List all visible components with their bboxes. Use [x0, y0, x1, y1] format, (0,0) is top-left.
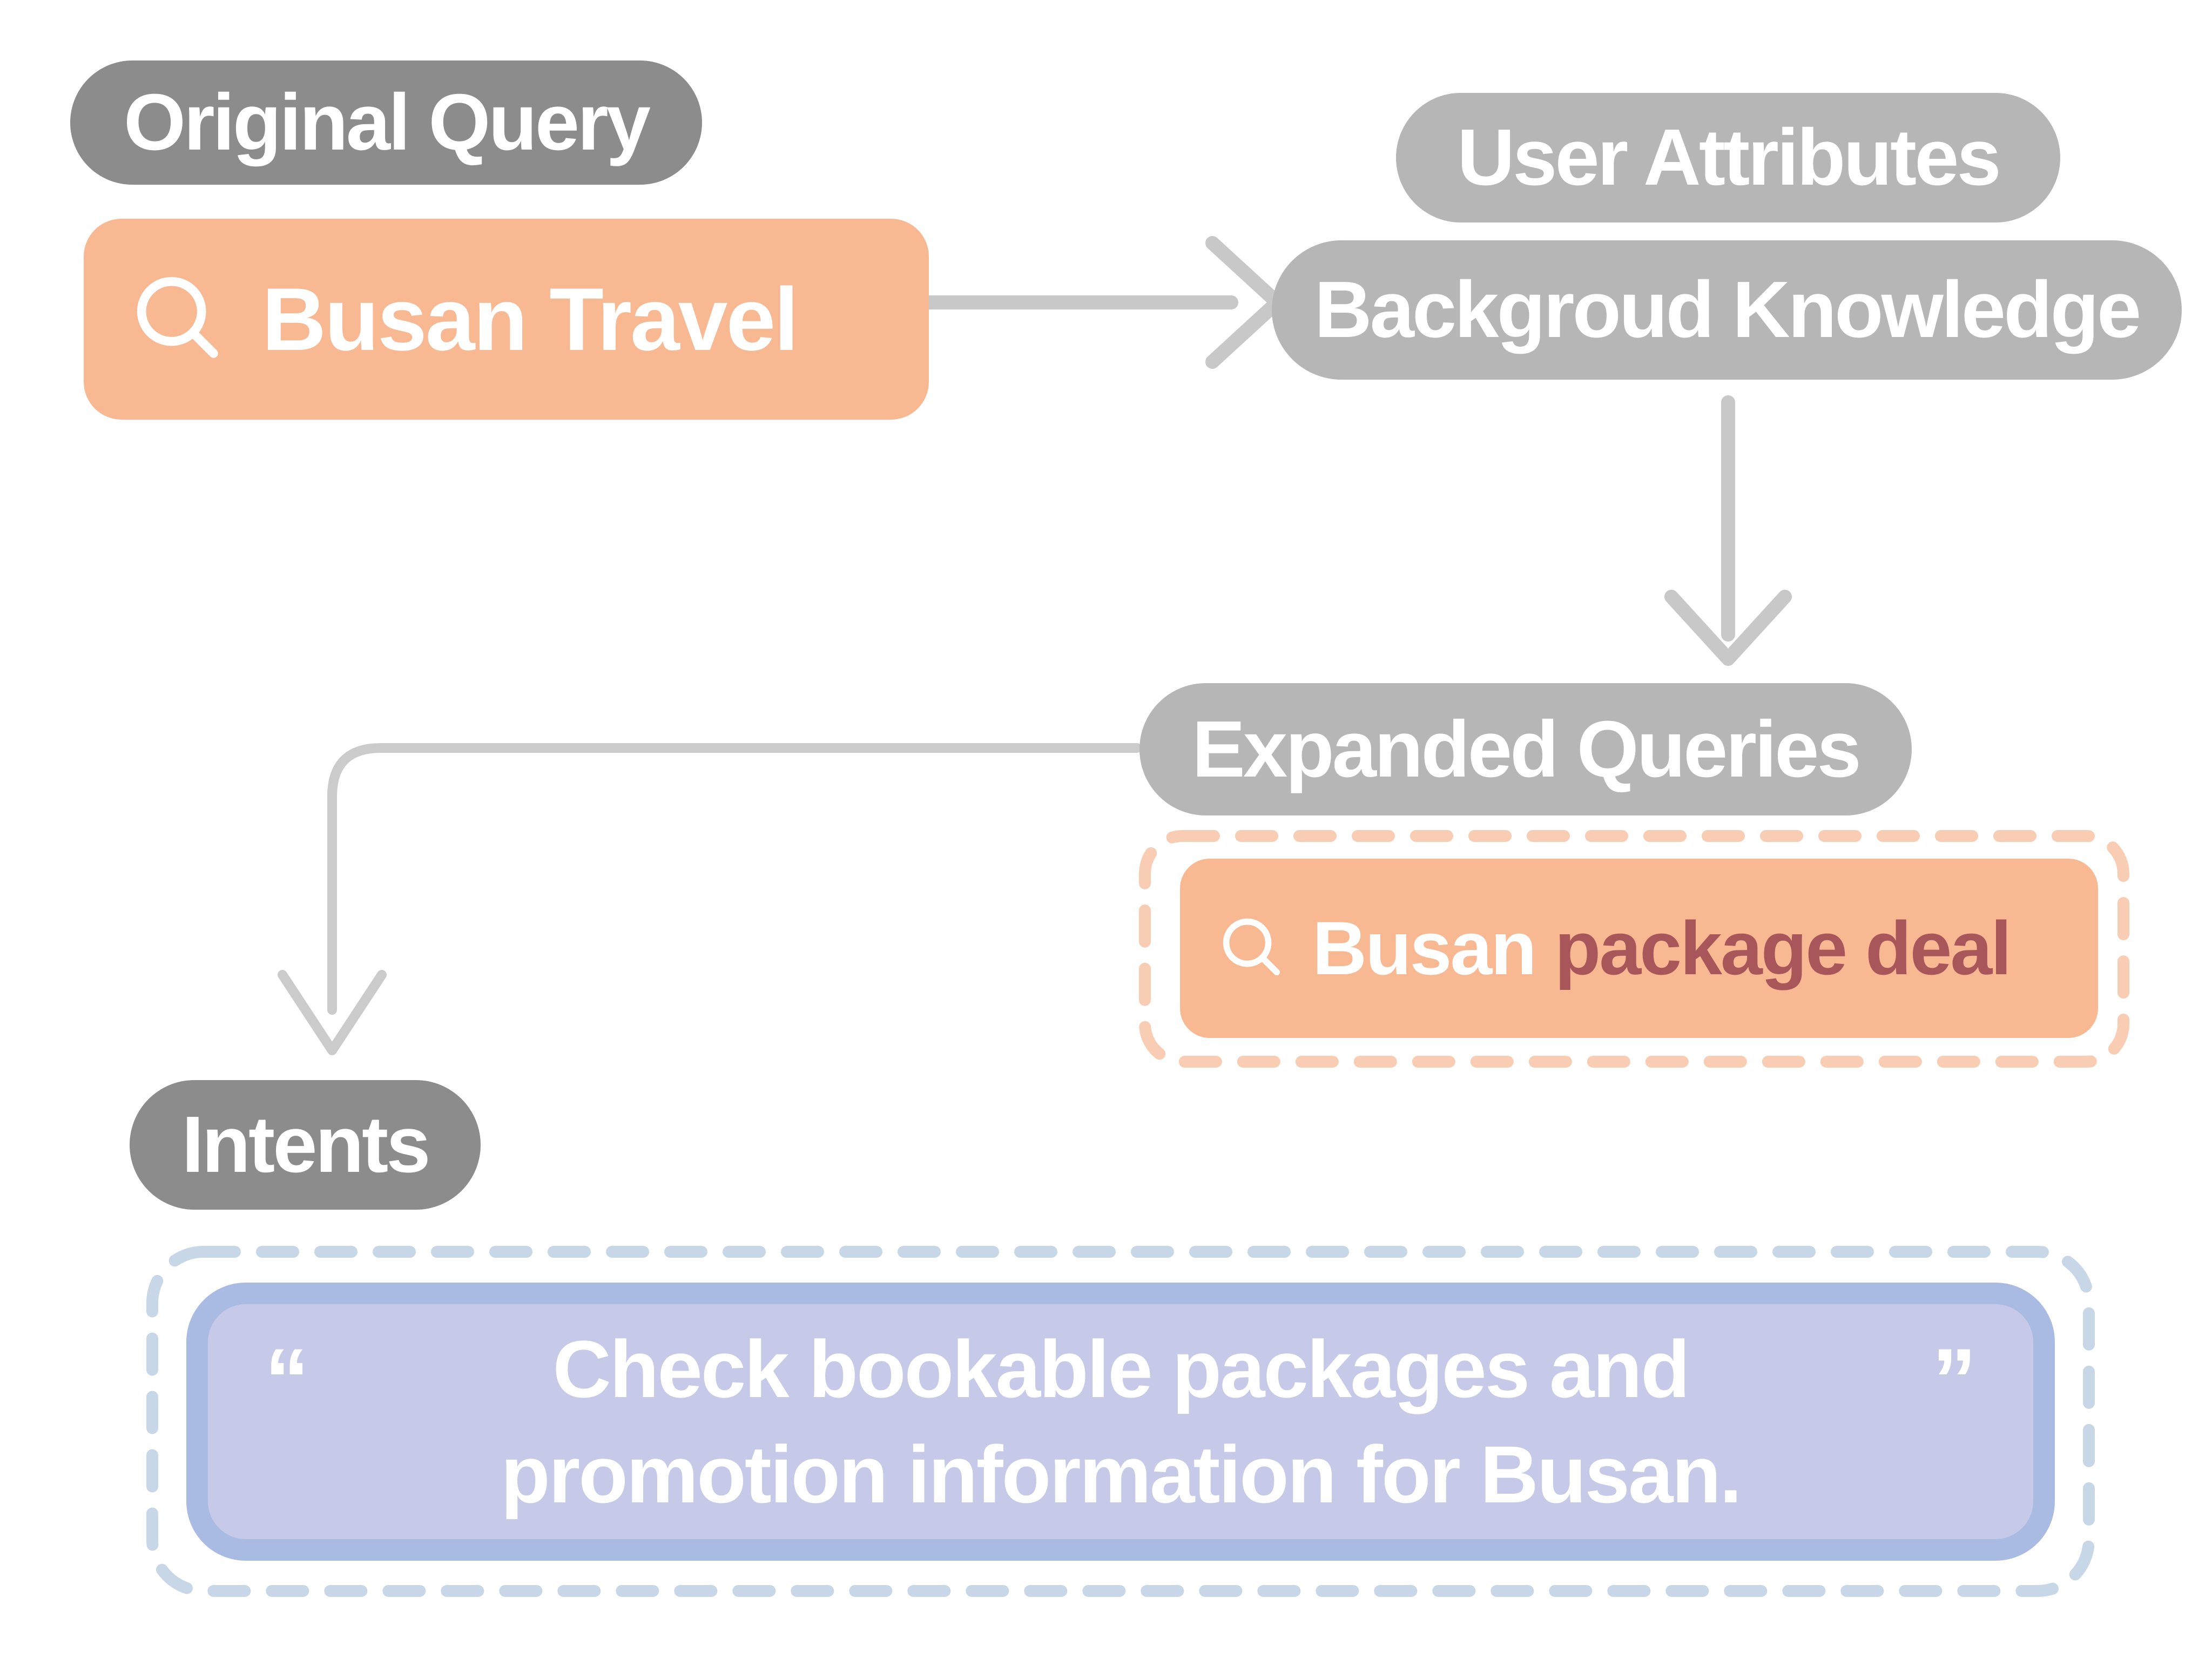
- close-quote-mark: ”: [1932, 1330, 1977, 1429]
- expanded-queries-label: Expanded Queries: [1192, 704, 1862, 794]
- original-query-text: Busan Travel: [262, 269, 799, 369]
- open-quote-mark: “: [265, 1330, 309, 1429]
- background-knowledge-label: Backgroud Knowledge: [1314, 265, 2142, 354]
- intents-label: Intents: [181, 1100, 430, 1189]
- original-query-badge-label: Original Query: [123, 78, 651, 167]
- user-attributes-label: User Attributes: [1457, 113, 2001, 202]
- search-icon: [137, 276, 218, 358]
- arrow-knowledge-to-expanded: [1664, 395, 1792, 666]
- expanded-query-text: Busan package deal: [1312, 905, 2012, 992]
- original-query-badge: Original Query: [70, 60, 702, 185]
- user-attributes-badge: User Attributes: [1396, 93, 2060, 222]
- intent-text-line2: promotion information for Busan.: [501, 1428, 1742, 1520]
- expanded-query-prefix: Busan: [1312, 906, 1537, 990]
- expanded-query-highlight: package deal: [1554, 906, 2012, 990]
- intent-quote-box: “ ” Check bookable packages and promotio…: [186, 1283, 2055, 1561]
- intent-text-line1: Check bookable packages and: [552, 1323, 1690, 1414]
- search-icon: [1223, 918, 1280, 976]
- background-knowledge-badge: Backgroud Knowledge: [1272, 240, 2182, 380]
- expanded-query-search-box: Busan package deal: [1180, 859, 2098, 1038]
- intent-dashed-border: [146, 1246, 2095, 1597]
- arrow-query-to-knowledge: [903, 236, 1284, 369]
- original-query-search-box: Busan Travel: [84, 219, 929, 420]
- arrow-expanded-to-intents: [278, 743, 1142, 1055]
- expanded-queries-badge: Expanded Queries: [1139, 683, 1912, 815]
- intents-badge: Intents: [130, 1080, 481, 1210]
